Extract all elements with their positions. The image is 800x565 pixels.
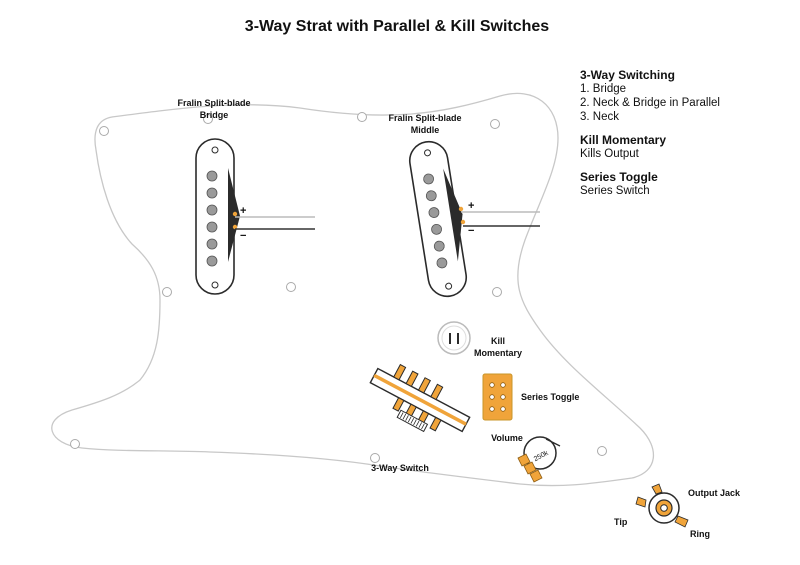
volume-label: Volume [491, 433, 523, 443]
output-jack: Output Jack Tip Ring [614, 483, 741, 539]
solder-lug-plus [232, 211, 238, 217]
switch-lug [392, 396, 405, 412]
volume-pot: Volume 250k [491, 433, 561, 483]
solder-lug-minus [460, 219, 466, 225]
pole-piece [436, 257, 448, 269]
pole-piece [206, 221, 218, 233]
split-blade-divider [443, 168, 463, 262]
pole-piece [433, 240, 445, 252]
screw-hole [286, 282, 296, 292]
toggle-lug [500, 394, 506, 400]
screw-hole [492, 287, 502, 297]
pole-piece [206, 170, 218, 182]
three-way-switch: 3-Way Switch [369, 363, 471, 473]
kill-switch-inner [441, 325, 467, 351]
middle-minus-label: − [468, 225, 474, 237]
pickguard-outline [51, 92, 655, 487]
series-toggle-body [482, 373, 513, 421]
bridge-plus-label: + [240, 205, 246, 217]
pot-ground-wire [545, 438, 561, 447]
pot-body [523, 436, 557, 470]
toggle-lug [489, 394, 495, 400]
screw-hole [597, 446, 607, 456]
pickup-mount-screw [424, 149, 432, 157]
legend-kill-heading: Kill Momentary [580, 133, 667, 147]
middle-plus-label: + [468, 200, 474, 212]
solder-lug-plus [458, 206, 464, 212]
toggle-lug [489, 406, 495, 412]
legend-switching-heading: 3-Way Switching [580, 68, 675, 82]
switch-lug [429, 416, 442, 432]
pole-piece [431, 223, 443, 235]
legend-kill-text: Kills Output [580, 148, 639, 160]
output-jack-label: Output Jack [688, 488, 741, 498]
diagram-title: 3-Way Strat with Parallel & Kill Switche… [245, 18, 549, 35]
bridge-minus-label: − [240, 230, 246, 242]
pot-lug [529, 469, 543, 483]
solder-lug-minus [232, 224, 238, 230]
pickup-mount-screw [211, 281, 219, 289]
bridge-pickup-label-line2: Bridge [200, 110, 229, 120]
legend-kill: Kill Momentary Kills Output [580, 133, 720, 161]
pole-piece [428, 207, 440, 218]
screw-hole [99, 126, 109, 136]
pickup-mount-screw [211, 146, 219, 154]
middle-pickup-label-line2: Middle [411, 125, 440, 135]
jack-center-hole [660, 504, 668, 512]
legend-series-text: Series Switch [580, 185, 650, 197]
pole-pieces [423, 173, 448, 269]
switch-lug [430, 383, 444, 401]
pole-piece [206, 187, 218, 199]
toggle-lug [500, 382, 506, 388]
switch-lug [417, 377, 432, 394]
pole-pieces [206, 170, 218, 267]
screw-hole [370, 453, 380, 463]
screw-hole [70, 439, 80, 449]
pole-piece [423, 173, 435, 185]
kill-momentary-switch: Kill Momentary [437, 321, 522, 358]
pole-piece [206, 238, 218, 250]
switch-lug [393, 363, 407, 381]
switch-rail [373, 373, 467, 426]
jack-ring-lug [674, 515, 689, 528]
screw-hole [490, 119, 500, 129]
legend-switching-item: 1. Bridge [580, 83, 627, 95]
pot-lug [523, 461, 537, 475]
bridge-pickup: Fralin Split-blade Bridge + − [177, 98, 315, 295]
middle-pickup-label-line1: Fralin Split-blade [388, 113, 461, 123]
screw-holes [70, 112, 607, 463]
series-toggle-lugs [489, 382, 506, 412]
screw-hole [357, 112, 367, 122]
switch-lug [405, 370, 419, 388]
toggle-lug [500, 406, 506, 412]
jack-tip-lug [635, 496, 647, 508]
legend-switching-item: 2. Neck & Bridge in Parallel [580, 97, 720, 109]
tip-label: Tip [614, 517, 628, 527]
screw-hole [162, 287, 172, 297]
three-way-switch-label: 3-Way Switch [371, 463, 429, 473]
middle-pickup: Fralin Split-blade Middle + − [388, 113, 540, 298]
legend-series: Series Toggle Series Switch [580, 170, 720, 198]
bridge-pickup-label-line1: Fralin Split-blade [177, 98, 250, 108]
legend-switching-item: 3. Neck [580, 111, 619, 123]
toggle-lug [489, 382, 495, 388]
pickup-mount-screw [445, 282, 453, 290]
pot-lug [517, 453, 531, 467]
pole-piece [206, 204, 218, 216]
switch-lever-grip [399, 412, 425, 430]
series-toggle-label: Series Toggle [521, 392, 579, 402]
legend-series-heading: Series Toggle [580, 170, 658, 184]
legend-switching: 3-Way Switching 1. Bridge 2. Neck & Brid… [580, 68, 720, 124]
ring-label: Ring [690, 529, 710, 539]
legend: 3-Way Switching 1. Bridge 2. Neck & Brid… [580, 68, 720, 207]
kill-label-line1: Kill [491, 336, 505, 346]
jack-top-lug [651, 483, 663, 495]
pole-piece [206, 255, 218, 267]
pot-lugs [517, 453, 543, 483]
kill-label-line2: Momentary [474, 348, 522, 358]
pole-piece [425, 190, 437, 202]
series-toggle: Series Toggle [482, 373, 579, 421]
screw-hole [203, 114, 213, 124]
